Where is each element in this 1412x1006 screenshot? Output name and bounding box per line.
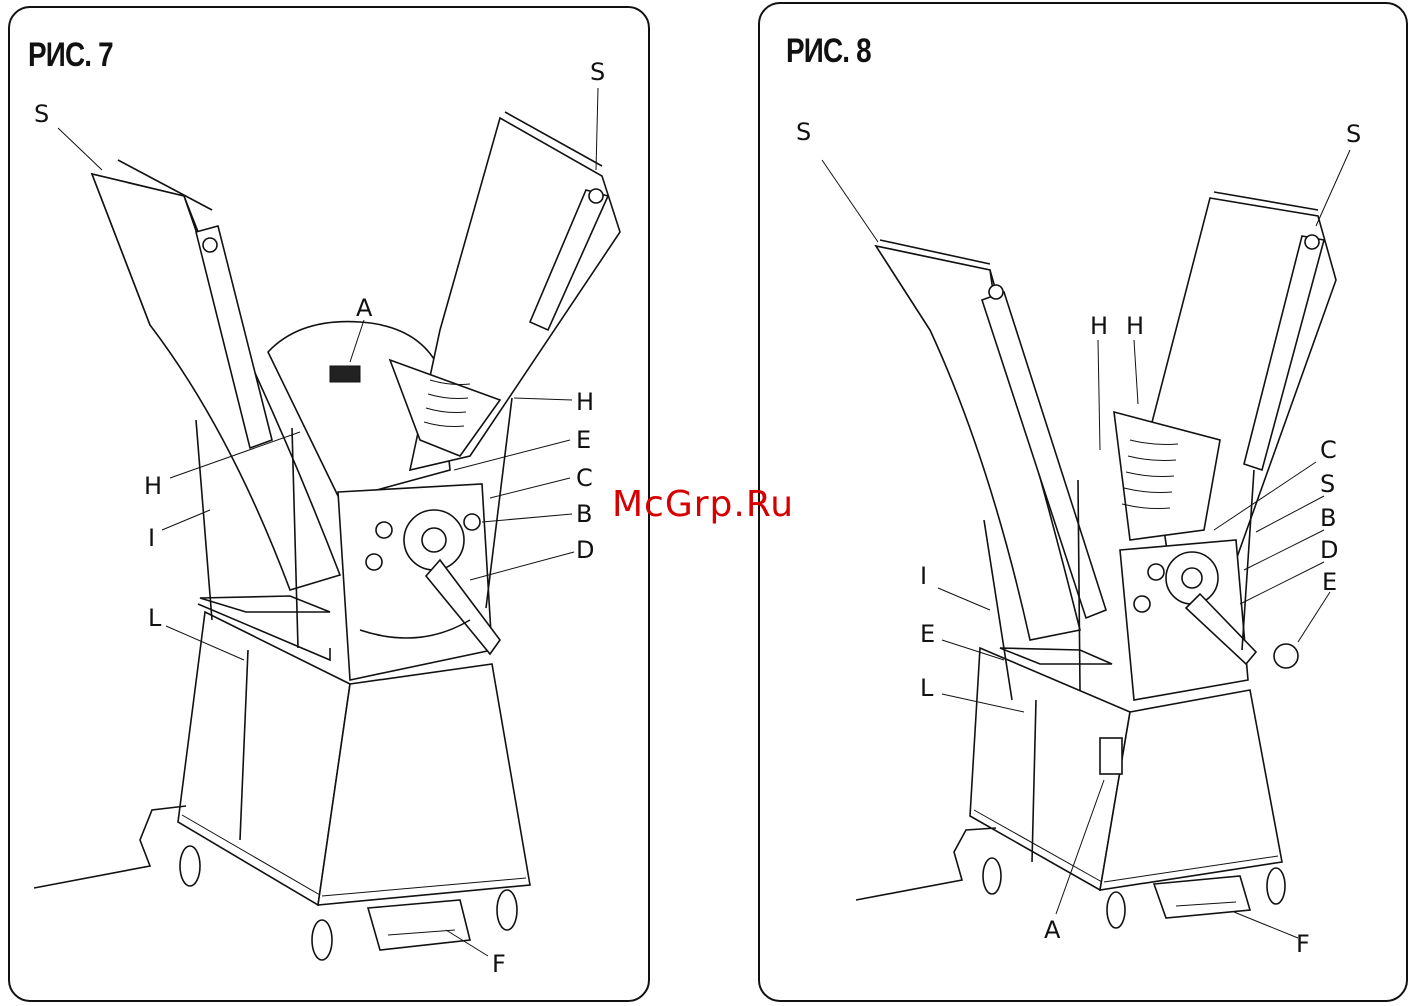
fig7-label-s-left: S [34, 100, 49, 128]
fig8-label-s-left: S [796, 118, 811, 146]
fig8-tray [1000, 648, 1112, 664]
fig7-label-f: F [492, 950, 506, 978]
fig8-label-s-right: S [1346, 120, 1361, 148]
fig7-label-s-right: S [590, 58, 605, 86]
fig7-label-h-right: H [576, 388, 594, 416]
fig8-label-a: A [1044, 916, 1061, 944]
fig7-label-b: B [576, 500, 592, 528]
fig7-tray [200, 596, 330, 612]
fig8-label-e-left: E [920, 620, 935, 648]
figure-8-machine [822, 150, 1350, 938]
fig7-control-switch [330, 366, 360, 382]
fig8-label-l: L [920, 674, 934, 702]
fig8-foot-pedal [1154, 876, 1250, 918]
fig8-label-s-mid: S [1320, 470, 1335, 498]
fig7-roller-housing [338, 484, 492, 680]
fig7-label-a: A [356, 294, 373, 322]
fig7-cabinet-front [318, 664, 530, 905]
fig8-switch-panel [1100, 738, 1122, 774]
fig8-label-d: D [1320, 536, 1338, 564]
fig8-label-f: F [1296, 930, 1310, 958]
fig8-lever-knob [1274, 644, 1298, 668]
fig8-label-h-1: H [1090, 312, 1108, 340]
fig7-label-h-left: H [144, 472, 162, 500]
fig8-label-b: B [1320, 504, 1336, 532]
figure-7-machine [34, 88, 620, 960]
watermark-text: McGrp.Ru [612, 484, 794, 525]
fig8-label-h-2: H [1126, 312, 1144, 340]
fig7-label-i: I [148, 524, 155, 552]
fig7-label-e: E [576, 426, 591, 454]
fig8-label-e-right: E [1322, 568, 1337, 596]
fig7-label-c: C [576, 464, 593, 492]
fig7-foot-pedal [368, 900, 470, 950]
fig8-label-i: I [920, 562, 927, 590]
fig7-label-l: L [148, 604, 162, 632]
fig7-label-d: D [576, 536, 594, 564]
fig8-label-c: C [1320, 436, 1337, 464]
